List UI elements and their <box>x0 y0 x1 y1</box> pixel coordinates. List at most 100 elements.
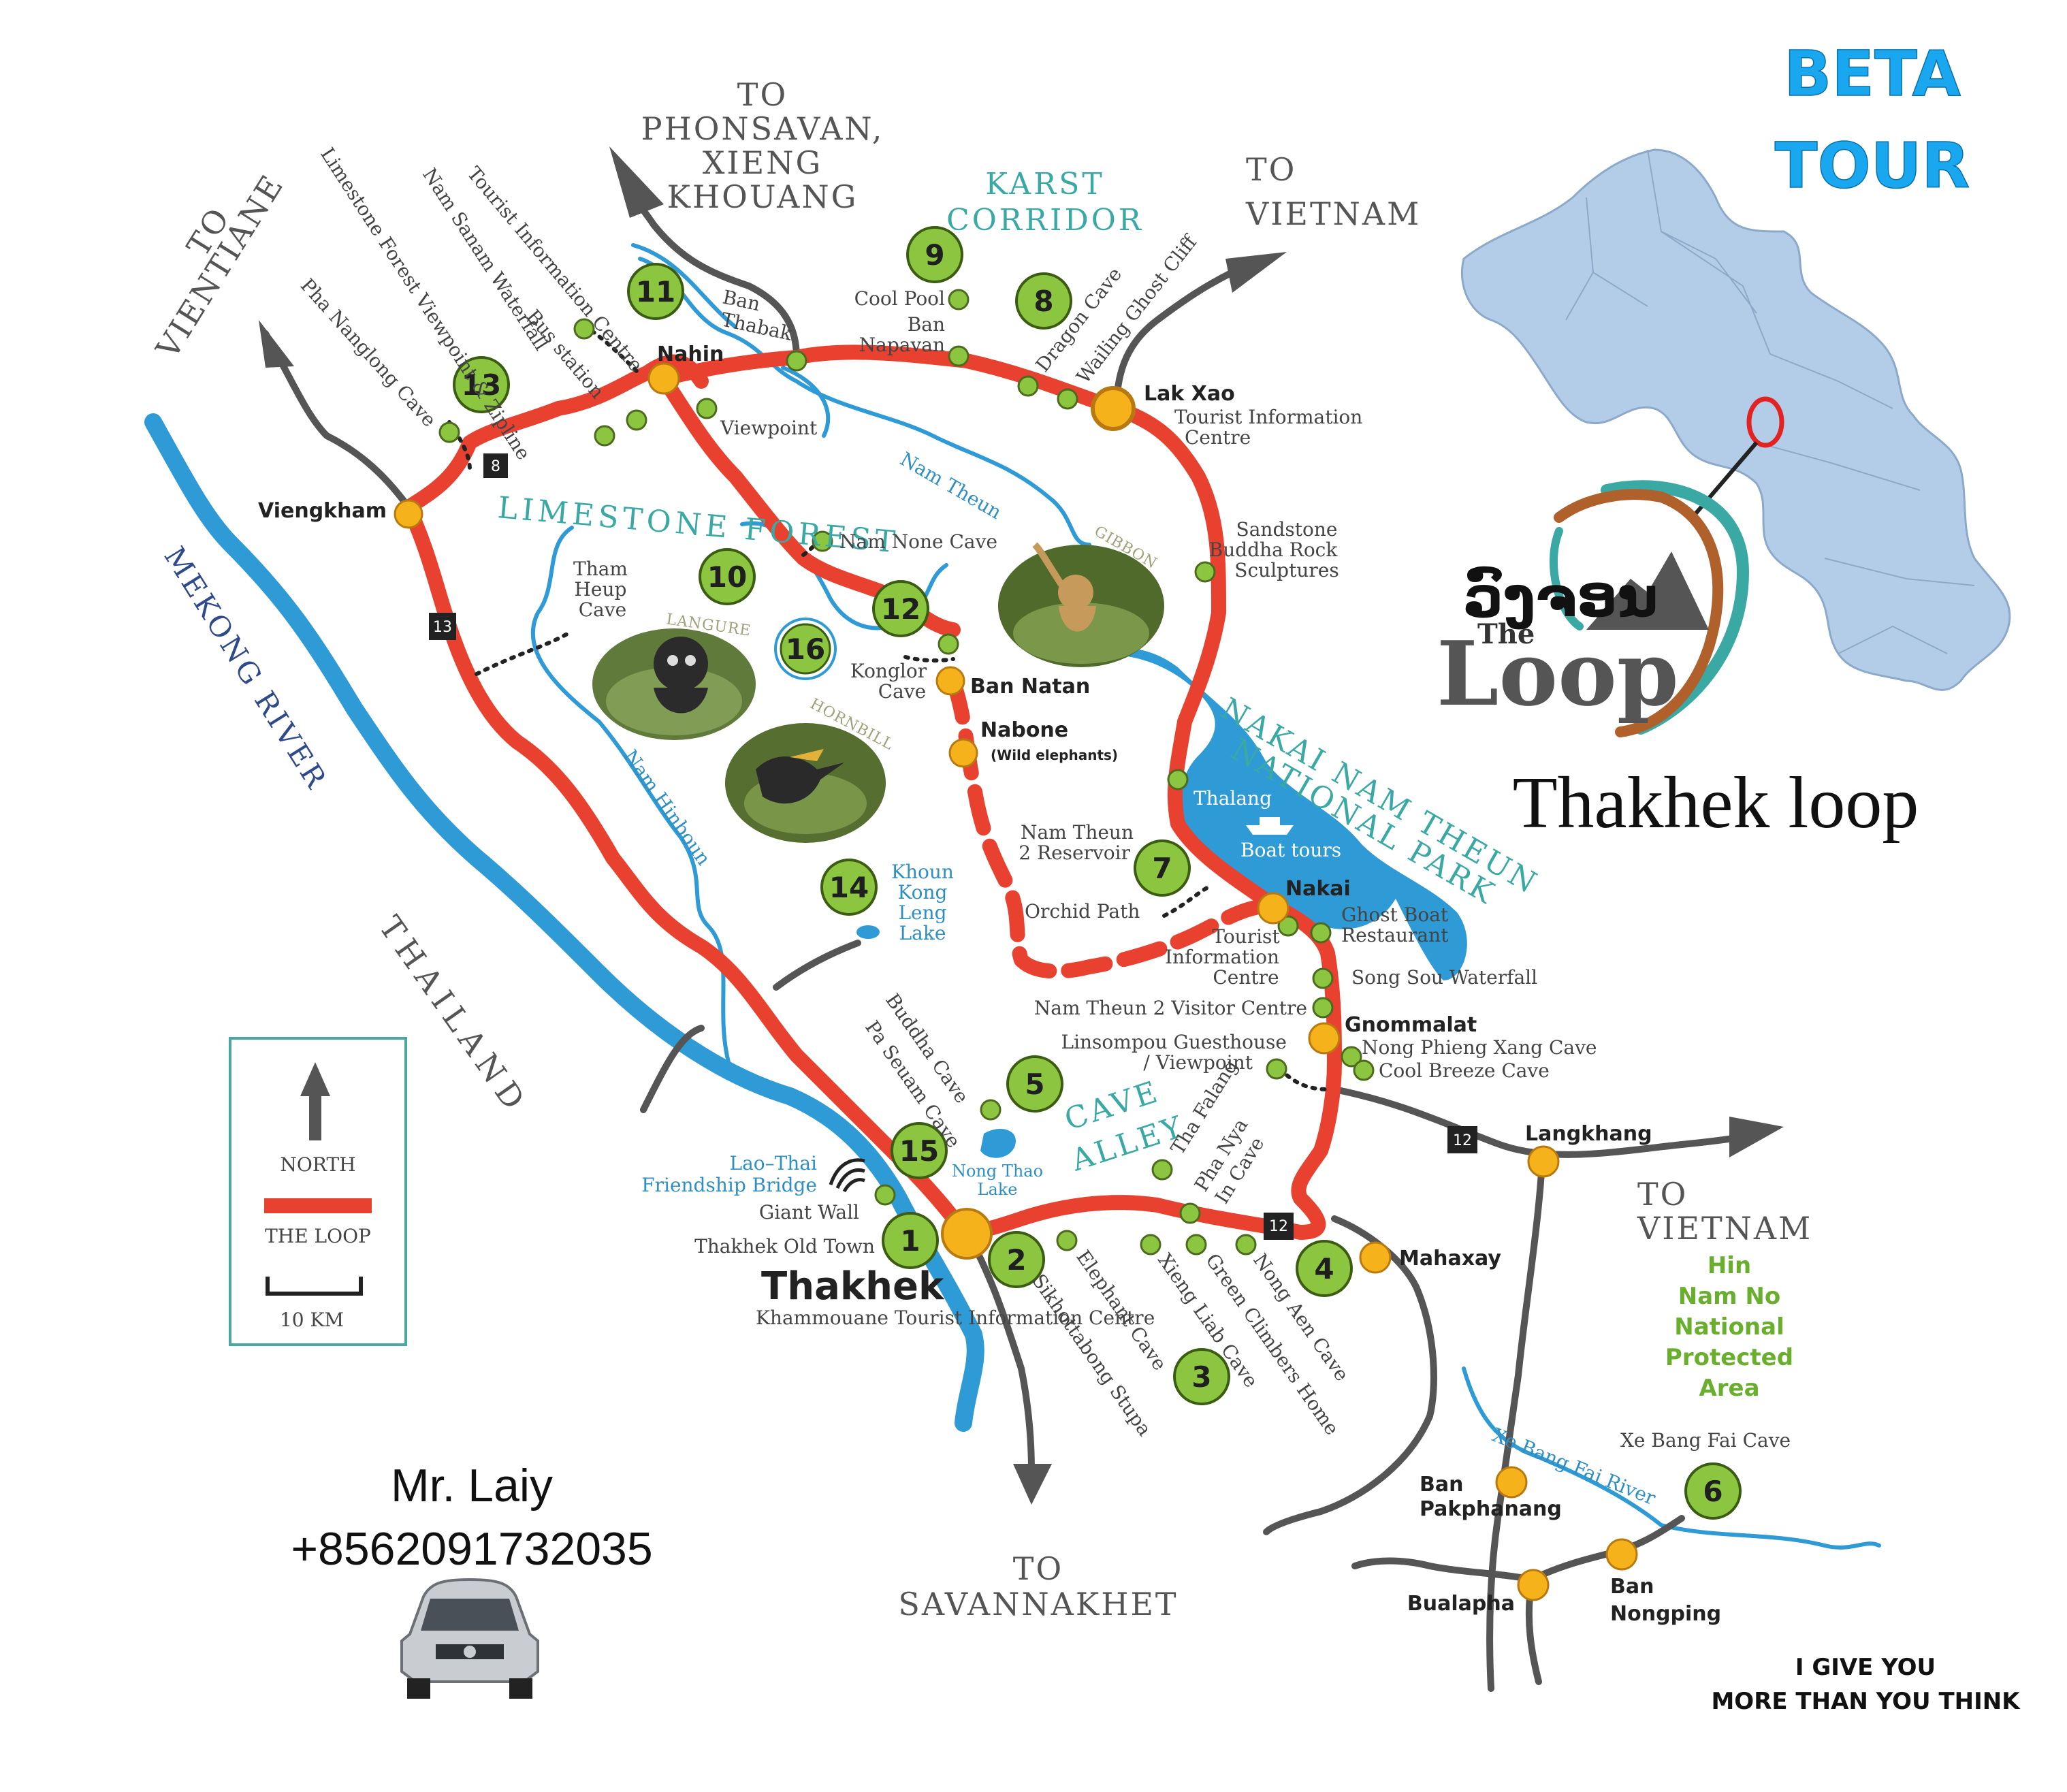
stream-ne <box>781 366 831 438</box>
town-thakhek[interactable] <box>941 1208 993 1260</box>
route-12-south-label: 12 <box>1269 1218 1288 1235</box>
stop-3[interactable]: 3 <box>1173 1348 1230 1405</box>
stop-14[interactable]: 14 <box>820 859 878 916</box>
town-ban-pakphanang[interactable] <box>1495 1466 1528 1499</box>
langkhang-label: Langkhang <box>1525 1122 1652 1146</box>
svg-text:5: 5 <box>1025 1068 1044 1101</box>
poi-pha-nanglong[interactable] <box>438 421 460 443</box>
ban-nongping-2: Nongping <box>1610 1602 1721 1626</box>
sikhottabong-label: Sikhottabong Stupa <box>1027 1270 1156 1440</box>
to-phonsavan-4: KHOUANG <box>667 178 859 215</box>
route-shield-12-south <box>1264 1213 1294 1240</box>
poi-cool-pool[interactable] <box>948 289 970 310</box>
stop-13[interactable]: 13 <box>453 356 510 413</box>
arrow-to-phonsavan <box>609 146 664 218</box>
stop-2[interactable]: 2 <box>988 1231 1045 1288</box>
town-lak-xao[interactable] <box>1091 386 1136 431</box>
dotted-orchid <box>1162 883 1214 918</box>
poi-nong-phieng[interactable] <box>1341 1046 1362 1068</box>
photo-langure: LANGURE <box>592 611 756 740</box>
konglor-2: Cave <box>878 680 927 703</box>
stop-11[interactable]: 11 <box>627 263 684 320</box>
svg-text:2: 2 <box>1006 1243 1026 1277</box>
poi-linsompou[interactable] <box>1266 1058 1287 1080</box>
car-icon <box>400 1578 539 1699</box>
stop-5[interactable]: 5 <box>1006 1055 1063 1113</box>
poi-tourist-info-nahin[interactable] <box>573 318 595 340</box>
stop-16[interactable]: 16 <box>774 618 837 680</box>
svg-text:4: 4 <box>1314 1252 1334 1285</box>
langur-icon <box>654 637 708 691</box>
poi-green-climbers[interactable] <box>1185 1234 1207 1255</box>
poi-konglor-cave[interactable] <box>938 633 959 655</box>
contact-name: Mr. Laiy <box>391 1460 553 1511</box>
stop-9[interactable]: 9 <box>906 226 963 283</box>
town-dots <box>394 362 1638 1601</box>
laos-province-lines <box>1565 149 1975 654</box>
stop-7[interactable]: 7 <box>1134 839 1191 897</box>
poi-thalang[interactable] <box>1167 769 1189 790</box>
poi-limestone-viewpoint[interactable] <box>594 425 615 447</box>
mahaxay-label: Mahaxay <box>1399 1247 1501 1270</box>
khoun-4: Lake <box>899 922 946 944</box>
poi-ban-thabak[interactable] <box>786 350 807 372</box>
nabone-label: Nabone <box>980 718 1068 742</box>
stop-10[interactable]: 10 <box>699 548 756 605</box>
poi-elephant-cave[interactable] <box>1056 1230 1078 1251</box>
poi-dragon-cave[interactable] <box>1017 375 1039 397</box>
poi-viewpoint[interactable] <box>696 398 718 419</box>
stop-15[interactable]: 15 <box>891 1122 948 1179</box>
poi-song-sou[interactable] <box>1312 967 1334 989</box>
town-ban-nongping[interactable] <box>1605 1538 1638 1571</box>
town-gnommalat[interactable] <box>1308 1022 1341 1055</box>
stop-12[interactable]: 12 <box>872 580 929 637</box>
stop-6[interactable]: 6 <box>1684 1462 1742 1520</box>
poi-nong-aen[interactable] <box>1235 1234 1257 1255</box>
route-shields: 8 13 12 12 <box>429 453 1477 1240</box>
poi-nakai-info[interactable] <box>1277 915 1299 937</box>
poi-nam-sanam[interactable] <box>626 409 647 431</box>
town-ban-natan[interactable] <box>935 666 965 696</box>
ghost-boat-1: Ghost Boat <box>1341 903 1449 926</box>
khoun-kong-leng-lake <box>856 925 880 939</box>
poi-giant-wall[interactable] <box>874 1184 896 1206</box>
poi-ban-napavan[interactable] <box>948 345 970 367</box>
arrow-to-vientiane <box>259 320 294 368</box>
town-nabone[interactable] <box>948 738 978 768</box>
route-shield-13 <box>429 613 456 640</box>
stop-8[interactable]: 8 <box>1015 272 1072 330</box>
dotted-linsompou <box>1278 1067 1330 1091</box>
town-viengkham[interactable] <box>394 499 423 529</box>
stop-1[interactable]: 1 <box>882 1212 939 1269</box>
road-to-vientiane <box>262 330 412 511</box>
poi-ghost-boat[interactable] <box>1310 922 1332 944</box>
poi-pha-nya-in[interactable] <box>1179 1202 1201 1224</box>
khoun-1: Khoun <box>891 861 954 883</box>
town-nahin[interactable] <box>647 362 680 395</box>
stop-4[interactable]: 4 <box>1296 1240 1353 1297</box>
town-langkhang[interactable] <box>1527 1145 1560 1178</box>
poi-buddha-cave[interactable] <box>980 1099 1002 1121</box>
to-savannakhet-1: TO <box>1013 1550 1063 1587</box>
poi-xieng-liab[interactable] <box>1140 1234 1161 1255</box>
town-bualapha[interactable] <box>1517 1569 1550 1601</box>
poi-nt2-visitor[interactable] <box>1312 997 1334 1019</box>
poi-cool-breeze[interactable] <box>1353 1059 1375 1081</box>
mekong-river-label: MEKONG RIVER <box>158 541 334 795</box>
town-nakai[interactable] <box>1257 892 1289 925</box>
ban-pakphanang-2: Pakphanang <box>1420 1497 1562 1521</box>
north-arrow-icon <box>300 1062 330 1140</box>
svg-text:16: 16 <box>786 633 825 666</box>
khoun-3: Leng <box>898 901 946 924</box>
beta-tour-logo: BETA TOUR <box>1774 37 1970 203</box>
nakai-info-3: Centre <box>1213 966 1279 989</box>
dotted-tham-heup <box>475 631 571 676</box>
town-mahaxay[interactable] <box>1359 1241 1392 1274</box>
poi-wailing-ghost[interactable] <box>1057 388 1078 410</box>
road-bualapha-west <box>1351 1557 1535 1583</box>
poi-tha-falang[interactable] <box>1151 1159 1173 1181</box>
numbered-stops: 1 2 3 4 5 6 7 8 9 10 11 12 13 14 15 16 <box>453 226 1742 1520</box>
gibbon-icon <box>1058 575 1093 610</box>
poi-sandstone-buddha[interactable] <box>1194 561 1216 583</box>
poi-nam-none-cave[interactable] <box>812 530 833 552</box>
